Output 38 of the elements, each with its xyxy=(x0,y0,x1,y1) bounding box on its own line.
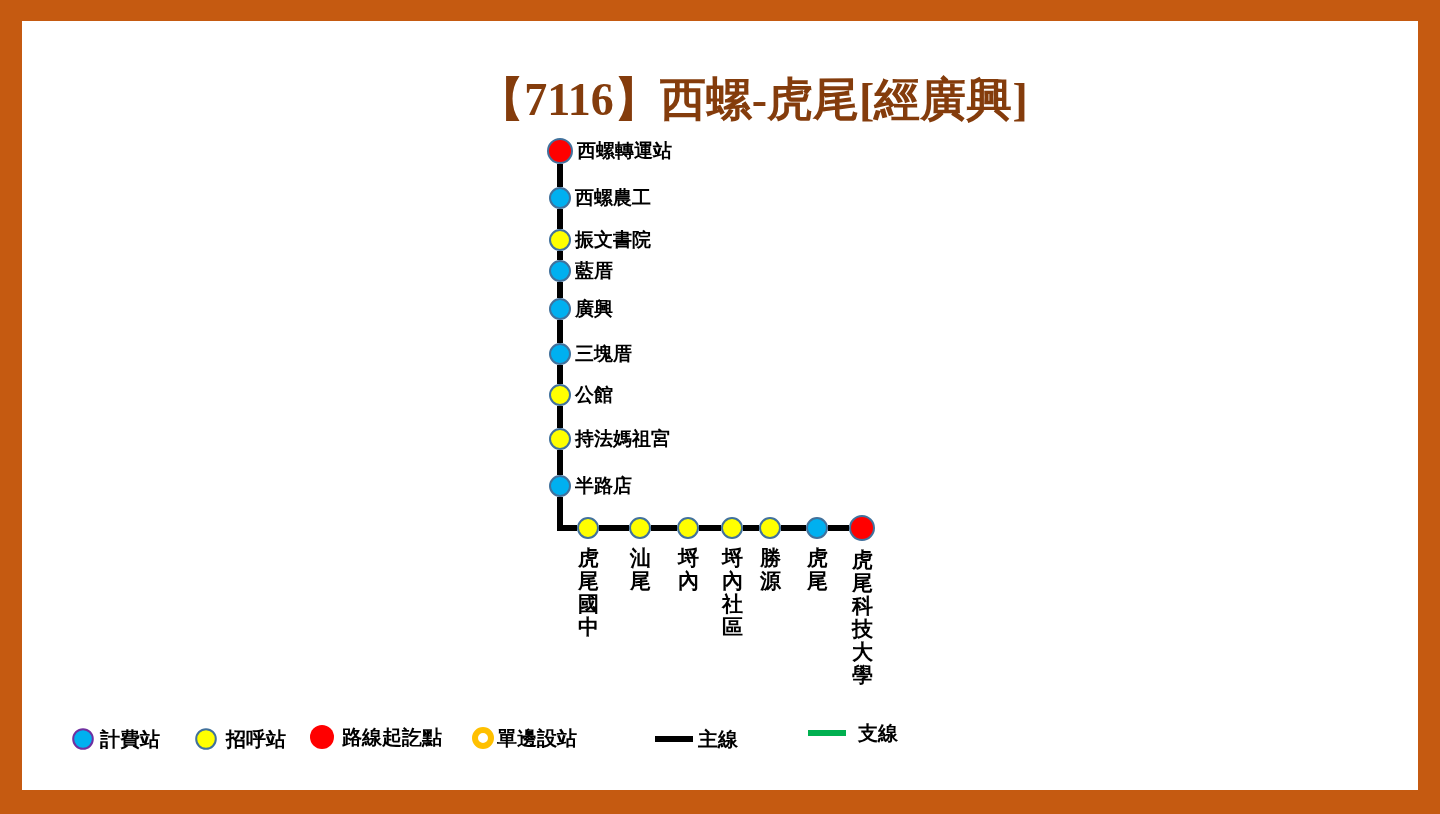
legend-label: 主線 xyxy=(698,727,738,752)
station-name: 振文書院 xyxy=(575,228,651,252)
station-name: 勝源 xyxy=(759,547,781,594)
route-line xyxy=(557,450,563,475)
legend-label: 單邊設站 xyxy=(497,726,577,751)
station-name: 汕尾 xyxy=(629,547,651,594)
station-name: 半路店 xyxy=(575,474,632,498)
route-line xyxy=(781,525,806,531)
route-line xyxy=(599,525,629,531)
route-line xyxy=(828,525,849,531)
legend-label: 招呼站 xyxy=(226,727,286,752)
route-line xyxy=(557,282,563,298)
route-line xyxy=(651,525,677,531)
legend-label: 支線 xyxy=(858,721,898,746)
station-name: 埒內社區 xyxy=(721,547,743,640)
route-line xyxy=(557,320,563,343)
legend-label: 計費站 xyxy=(100,727,160,752)
route-line xyxy=(557,497,577,531)
station-name: 三塊厝 xyxy=(575,342,632,366)
legend-label: 路線起訖點 xyxy=(342,725,442,750)
station-name: 虎尾 xyxy=(806,547,828,594)
station-name: 虎尾國中 xyxy=(577,547,599,640)
route-line xyxy=(557,251,563,260)
route-line xyxy=(743,525,759,531)
station-name: 西螺轉運站 xyxy=(577,139,672,163)
diagram-title: 【7116】西螺-虎尾[經廣興] xyxy=(477,73,1029,127)
route-line xyxy=(557,209,563,229)
station-name: 埒內 xyxy=(677,547,699,594)
route-line xyxy=(557,365,563,384)
route-line xyxy=(557,164,563,187)
station-name: 廣興 xyxy=(575,297,613,321)
route-line xyxy=(557,406,563,428)
station-name: 公館 xyxy=(575,383,613,407)
station-name: 西螺農工 xyxy=(575,186,651,210)
route-line xyxy=(699,525,721,531)
station-name: 藍厝 xyxy=(575,259,613,283)
station-name: 虎尾科技大學 xyxy=(851,549,873,688)
station-name: 持法媽祖宮 xyxy=(575,427,670,451)
